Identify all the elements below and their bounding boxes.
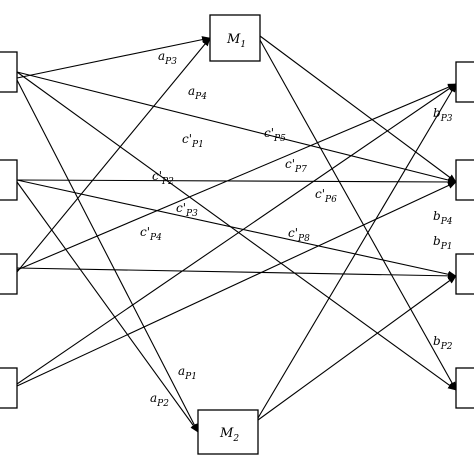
node-box-m2 [197, 409, 259, 455]
edge-l2-m2 [16, 181, 199, 433]
node-l1 [0, 51, 18, 93]
edge-label-cprime-p2: c'P2 [152, 169, 174, 187]
edge-label-b-p3: bP3 [433, 106, 453, 124]
edge-label-cprime-p1: c'P1 [182, 132, 204, 150]
node-l2 [0, 159, 18, 201]
edges-layer [16, 35, 457, 433]
edge-l3-r1 [16, 83, 457, 271]
node-label-m2: M2 [219, 426, 239, 444]
node-l4 [0, 367, 18, 409]
edge-l4-r1 [16, 83, 457, 385]
node-box-r2 [455, 159, 474, 201]
node-box-r3 [455, 253, 474, 295]
edge-m1-r2 [259, 35, 457, 183]
edge-label-cprime-p8: c'P8 [288, 226, 310, 244]
node-l3 [0, 253, 18, 295]
edge-label-cprime-p6: c'P6 [315, 187, 337, 205]
node-m2: M2 [197, 409, 259, 455]
node-r2 [455, 159, 474, 201]
node-label-m1: M1 [226, 32, 246, 50]
edge-label-b-p1: bP1 [433, 234, 452, 252]
edge-l3-m1 [16, 37, 211, 273]
node-box-l4 [0, 367, 18, 409]
edge-l2-r3 [16, 179, 457, 278]
edge-label-cprime-p3: c'P3 [176, 201, 198, 219]
node-box-l1 [0, 51, 18, 93]
node-box-r1 [455, 61, 474, 103]
edge-l1-r2 [16, 71, 457, 184]
edge-l3-r3 [16, 267, 457, 280]
edge-l2-r2 [16, 178, 457, 186]
node-m1: M1 [209, 14, 261, 62]
edge-m1-r4 [259, 39, 457, 391]
edge-l1-m2 [16, 79, 199, 433]
edge-label-a-p3: aP3 [158, 49, 177, 67]
node-r4 [455, 367, 474, 409]
edge-label-cprime-p5: c'P5 [264, 126, 286, 144]
edge-label-a-p2: aP2 [150, 391, 169, 409]
node-r3 [455, 253, 474, 295]
edge-l1-r4 [16, 71, 457, 391]
edge-l4-r2 [16, 181, 457, 387]
node-box-m1 [209, 14, 261, 62]
labels-layer: aP3 aP4 c'P1 c'P5 c'P7 c'P2 c'P6 c'P3 c'P4 c'P8 bP… [140, 49, 453, 409]
edge-label-b-p2: bP2 [433, 334, 453, 352]
edge-label-cprime-p4: c'P4 [140, 225, 162, 243]
edge-label-cprime-p7: c'P7 [285, 157, 307, 175]
edge-m2-r1 [257, 83, 457, 419]
node-box-r4 [455, 367, 474, 409]
edge-label-a-p1: aP1 [178, 364, 197, 382]
edge-m2-r3 [257, 275, 457, 421]
edge-label-b-p4: bP4 [433, 209, 453, 227]
edge-l1-m1 [16, 36, 211, 79]
node-box-l2 [0, 159, 18, 201]
node-r1 [455, 61, 474, 103]
edge-label-a-p4: aP4 [188, 84, 207, 102]
node-box-l3 [0, 253, 18, 295]
